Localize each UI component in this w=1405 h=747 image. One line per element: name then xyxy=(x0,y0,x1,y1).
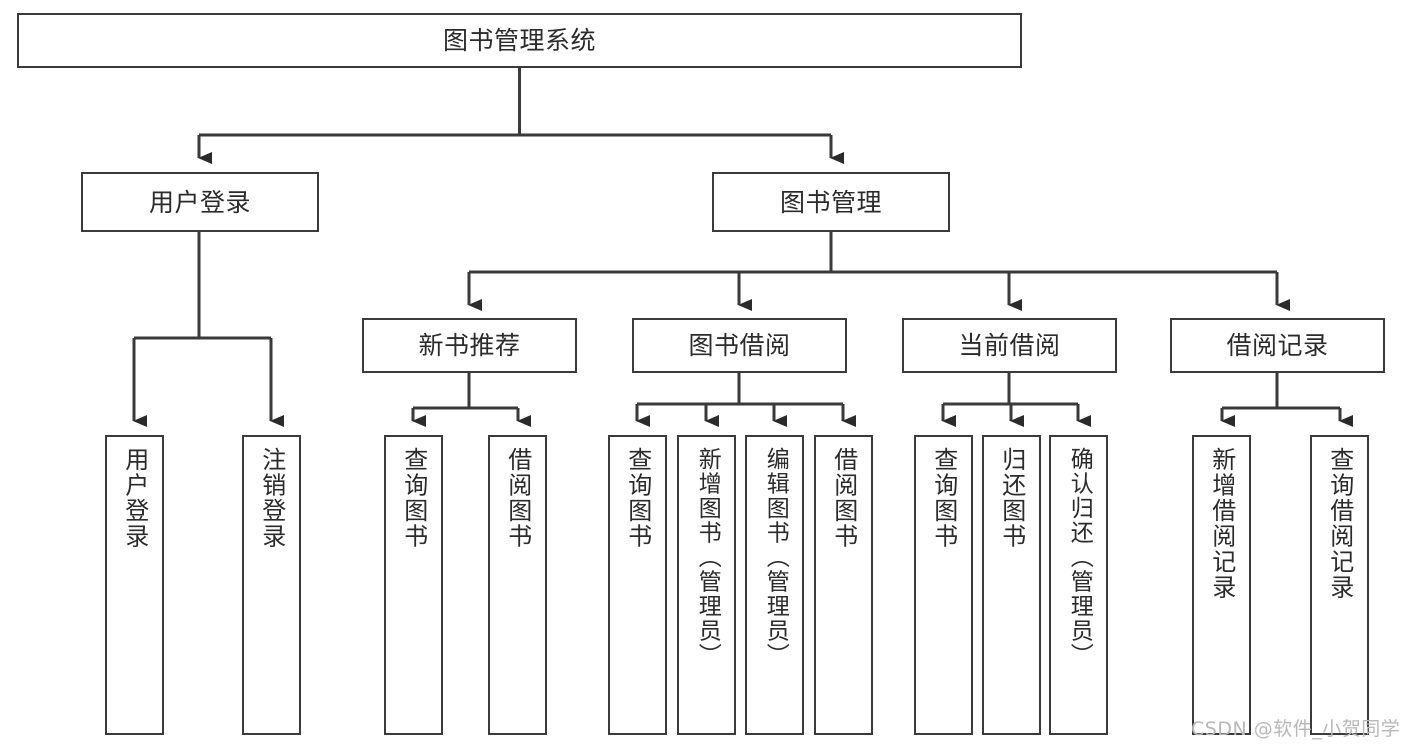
node-user-login-label: 用户登录 xyxy=(148,187,251,217)
leaf-confirm-return-label: 确认归还（管理员） xyxy=(1066,447,1093,668)
node-book-management-label: 图书管理 xyxy=(779,187,882,217)
leaf-query-book-1-label: 查询图书 xyxy=(399,447,428,549)
node-borrow-record[interactable]: 借阅记录 xyxy=(1170,318,1385,373)
leaf-logout-label: 注销登录 xyxy=(257,447,286,549)
node-user-login[interactable]: 用户登录 xyxy=(81,172,319,232)
leaf-add-record-label: 新增借阅记录 xyxy=(1207,447,1236,600)
node-new-book-recommend[interactable]: 新书推荐 xyxy=(362,318,577,373)
node-book-management[interactable]: 图书管理 xyxy=(712,172,950,232)
node-borrow-record-label: 借阅记录 xyxy=(1226,331,1329,360)
leaf-borrow-book-1[interactable]: 借阅图书 xyxy=(488,435,547,735)
leaf-edit-book-label: 编辑图书（管理员） xyxy=(762,447,789,668)
leaf-borrow-book-2[interactable]: 借阅图书 xyxy=(814,435,873,735)
leaf-query-book-1[interactable]: 查询图书 xyxy=(384,435,443,735)
node-new-book-recommend-label: 新书推荐 xyxy=(418,331,521,360)
leaf-borrow-book-2-label: 借阅图书 xyxy=(829,447,858,549)
leaf-query-record-label: 查询借阅记录 xyxy=(1325,447,1354,600)
leaf-user-login[interactable]: 用户登录 xyxy=(105,435,164,735)
leaf-edit-book[interactable]: 编辑图书（管理员） xyxy=(745,435,804,735)
leaf-borrow-book-1-label: 借阅图书 xyxy=(503,447,532,549)
leaf-query-book-3[interactable]: 查询图书 xyxy=(914,435,973,735)
leaf-query-record[interactable]: 查询借阅记录 xyxy=(1310,435,1369,735)
node-root-label: 图书管理系统 xyxy=(442,26,596,55)
leaf-query-book-3-label: 查询图书 xyxy=(929,447,958,549)
node-current-borrow-label: 当前借阅 xyxy=(958,331,1061,360)
leaf-return-book[interactable]: 归还图书 xyxy=(982,435,1041,735)
leaf-query-book-2[interactable]: 查询图书 xyxy=(608,435,667,735)
watermark-text: CSDN @软件_小贺同学 xyxy=(1191,718,1401,740)
leaf-add-book-label: 新增图书（管理员） xyxy=(694,447,721,668)
node-book-borrow[interactable]: 图书借阅 xyxy=(632,318,847,373)
leaf-add-record[interactable]: 新增借阅记录 xyxy=(1192,435,1251,735)
leaf-return-book-label: 归还图书 xyxy=(997,447,1026,549)
node-current-borrow[interactable]: 当前借阅 xyxy=(902,318,1117,373)
leaf-query-book-2-label: 查询图书 xyxy=(623,447,652,549)
leaf-add-book[interactable]: 新增图书（管理员） xyxy=(677,435,736,735)
node-book-borrow-label: 图书借阅 xyxy=(688,331,791,360)
leaf-user-login-label: 用户登录 xyxy=(120,447,149,549)
leaf-logout[interactable]: 注销登录 xyxy=(242,435,301,735)
leaf-confirm-return[interactable]: 确认归还（管理员） xyxy=(1049,435,1108,735)
node-root[interactable]: 图书管理系统 xyxy=(17,13,1022,68)
